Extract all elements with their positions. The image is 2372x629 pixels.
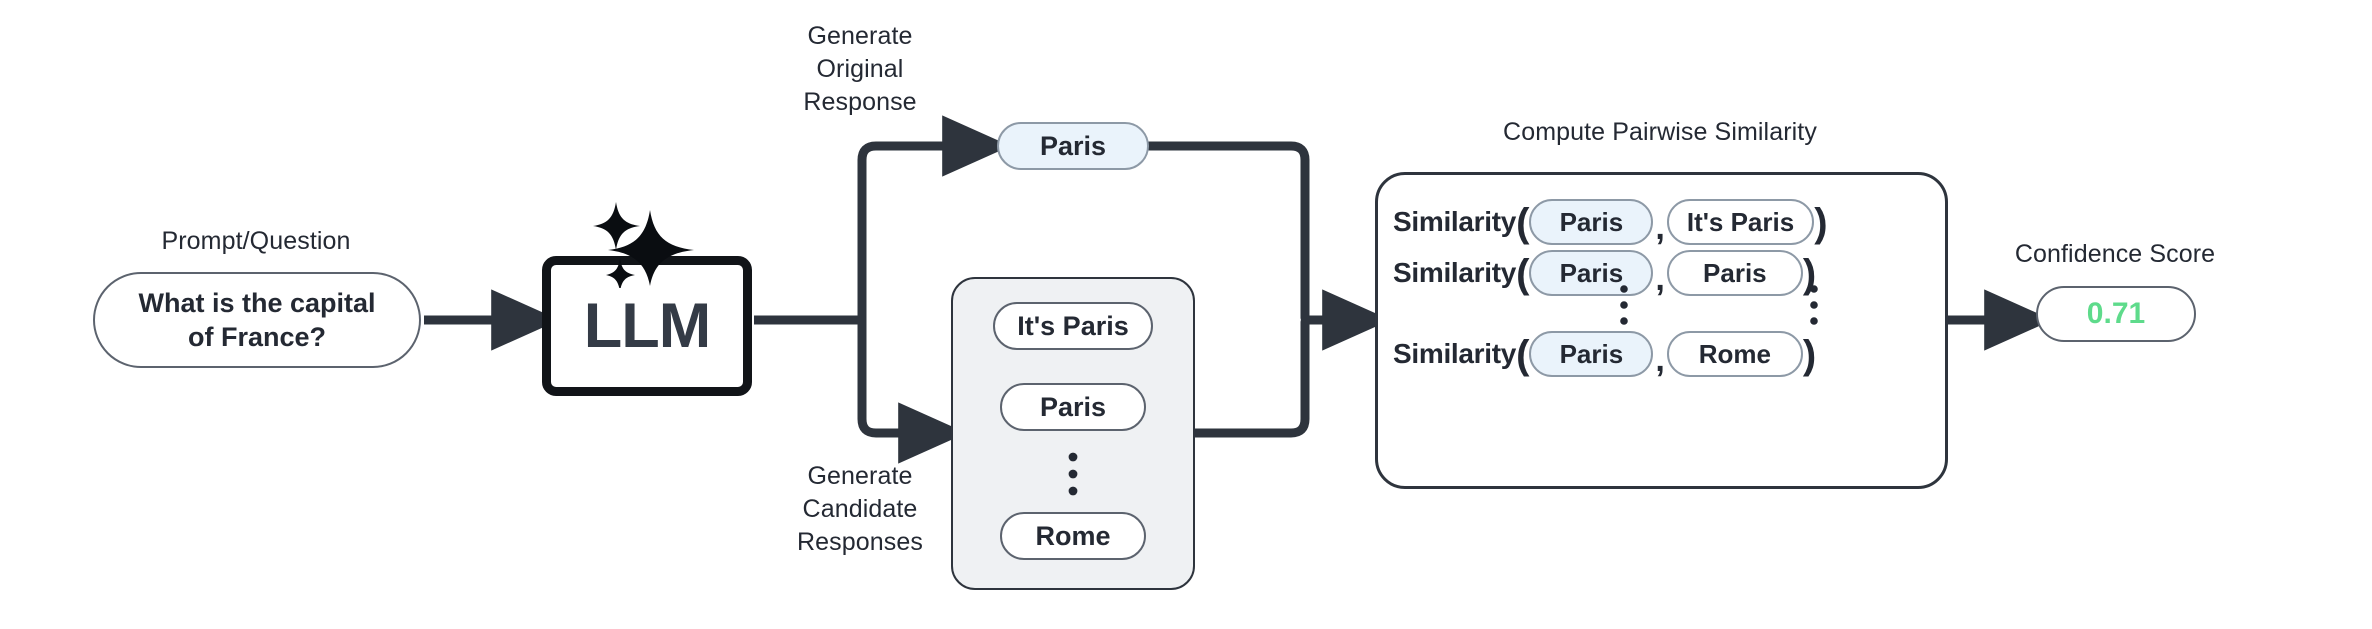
confidence-score-label: Confidence Score [2014, 240, 2216, 268]
similarity-row-1[interactable]: Similarity ( Paris , Paris ) [1393, 247, 1816, 299]
similarity-right-pill-0[interactable]: It's Paris [1666, 199, 1815, 245]
candidate-pill-1[interactable]: Paris [1000, 383, 1146, 431]
similarity-panel [1375, 172, 1948, 489]
similarity-right-pill-2[interactable]: Rome [1666, 331, 1803, 377]
vertical-ellipsis-icon [1068, 452, 1078, 496]
generate-candidate-responses-label: Generate Candidate Responses [797, 462, 923, 556]
open-paren: ( [1516, 333, 1530, 377]
confidence-score-pill[interactable]: 0.71 [2036, 286, 2196, 342]
similarity-fn-label: Similarity [1393, 338, 1517, 369]
arg-separator: , [1655, 341, 1665, 379]
vertical-ellipsis-icon-right [1810, 285, 1818, 325]
llm-label: LLM [583, 290, 711, 361]
vertical-ellipsis-icon-left [1620, 285, 1628, 325]
similarity-fn-label: Similarity [1393, 206, 1517, 237]
generate-original-response-label: Generate Original Response [803, 22, 917, 116]
close-paren: ) [1802, 333, 1817, 377]
candidate-pill-0[interactable]: It's Paris [993, 302, 1153, 350]
prompt-bubble[interactable]: What is the capital of France? [93, 272, 421, 368]
confidence-score-value: 0.71 [2086, 297, 2146, 330]
similarity-left-pill-0[interactable]: Paris [1529, 199, 1654, 245]
similarity-left-pill-2[interactable]: Paris [1529, 331, 1654, 377]
close-paren: ) [1814, 201, 1828, 245]
similarity-fn-label: Similarity [1393, 257, 1517, 288]
open-paren: ( [1516, 252, 1530, 296]
original-response-pill[interactable]: Paris [997, 122, 1149, 170]
prompt-text: What is the capital of France? [138, 288, 376, 352]
sparkles-icon [593, 202, 694, 288]
compute-pairwise-similarity-label: Compute Pairwise Similarity [1503, 118, 1817, 146]
candidate-pill-2[interactable]: Rome [1000, 512, 1146, 560]
open-paren: ( [1516, 201, 1530, 245]
arg-separator: , [1655, 260, 1665, 298]
similarity-right-pill-1[interactable]: Paris [1666, 250, 1803, 296]
close-paren: ) [1802, 252, 1817, 296]
wire-llm-split [754, 115, 1011, 464]
similarity-row-0[interactable]: Similarity ( Paris , It's Paris ) [1393, 196, 1828, 248]
arg-separator: , [1655, 209, 1665, 247]
prompt-label: Prompt/Question [161, 227, 351, 255]
similarity-row-2[interactable]: Similarity ( Paris , Rome ) [1393, 328, 1816, 380]
similarity-left-pill-1[interactable]: Paris [1529, 250, 1654, 296]
